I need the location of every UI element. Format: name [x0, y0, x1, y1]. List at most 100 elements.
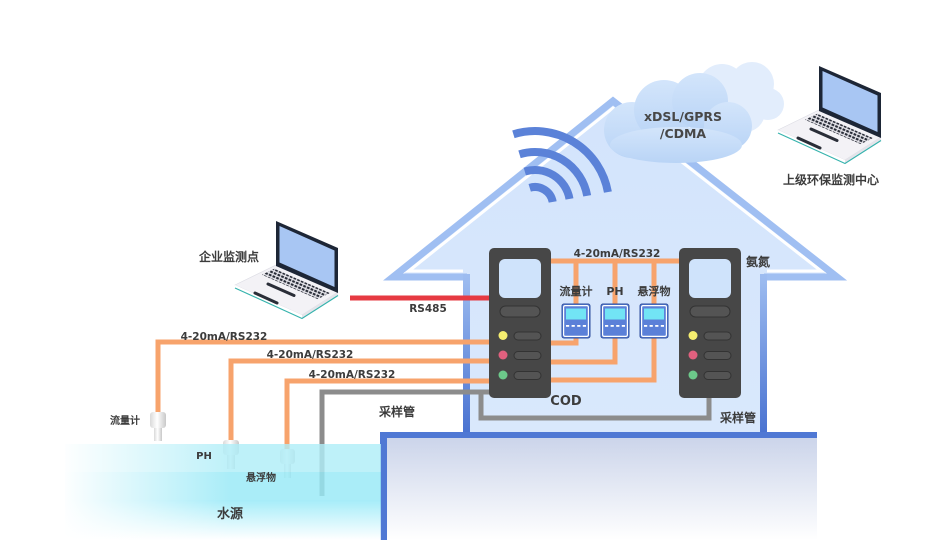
- water-source-label: 水源: [217, 506, 243, 522]
- meter-dash: [566, 325, 570, 327]
- wifi-icon: [512, 127, 612, 203]
- ph-meter-to-cod: [550, 337, 618, 365]
- led-yellow: [498, 331, 508, 340]
- device-wide-button: [689, 305, 731, 318]
- meter-screen: [605, 308, 625, 320]
- device-screen: [689, 259, 731, 298]
- roof-outline: [383, 96, 848, 281]
- meter-dash: [571, 325, 575, 327]
- ammonia-nitrogen-label: 氨氮: [746, 254, 770, 269]
- enterprise-point-label: 企业监测点: [198, 249, 259, 264]
- network-cloud: xDSL/GPRS /CDMA: [604, 62, 784, 163]
- sensor-label-ph: PH: [196, 451, 212, 462]
- meter-bezel: [563, 305, 589, 337]
- sensor-label-flow: 流量计: [110, 414, 140, 427]
- laptop-icon-enterprise: [234, 221, 339, 320]
- device-button: [513, 371, 542, 380]
- meter-bezel: [602, 305, 628, 337]
- laptop-base-front: [235, 285, 302, 319]
- led-yellow: [688, 331, 698, 340]
- sensor-head: [150, 412, 166, 428]
- meter-label-suspended-solids: 悬浮物: [637, 284, 671, 298]
- led-green: [688, 370, 698, 380]
- device-button: [703, 371, 732, 380]
- sensor-line-label-ph: 4-20mA/RS232: [267, 349, 354, 361]
- signal-line-ss-sensor: [284, 378, 490, 450]
- meter-flow: [561, 303, 591, 339]
- device-button: [513, 351, 542, 360]
- ground-left-edge: [380, 432, 387, 540]
- laptop-base-front: [778, 130, 845, 164]
- device-button: [513, 331, 542, 341]
- ground-base: [380, 432, 817, 540]
- signal-line-flow-sensor: [155, 339, 490, 412]
- laptop-spacebar: [809, 127, 839, 142]
- laptop-edge-accent: [234, 287, 339, 320]
- meter-label-flow: 流量计: [560, 284, 593, 298]
- flow-meter-to-cod: [550, 337, 579, 346]
- device-wide-button: [499, 305, 541, 318]
- meter-dash: [605, 325, 609, 327]
- sensor-line-label-flow: 4-20mA/RS232: [181, 331, 268, 343]
- sensor-label-suspended-solids: 悬浮物: [245, 471, 276, 484]
- meter-dash: [655, 325, 659, 327]
- laptop-base-side: [302, 292, 338, 319]
- wifi-arc-3: [518, 148, 592, 197]
- wifi-arc-2: [523, 165, 574, 200]
- meter-dash: [577, 325, 581, 327]
- meter-dash: [621, 325, 625, 327]
- wifi-arc-1: [528, 183, 557, 203]
- water-left-fade: [60, 443, 260, 543]
- meter-label-ph: PH: [606, 285, 623, 298]
- wifi-arc-4: [512, 127, 612, 193]
- led-pink: [498, 350, 508, 360]
- laptop-icon-upper-center: [777, 66, 882, 165]
- laptop-screen: [279, 226, 335, 287]
- ss-meter-to-cod: [550, 337, 657, 383]
- analyzer-bus-label: 4-20mA/RS232: [574, 248, 661, 260]
- ground-base-fill: [387, 437, 817, 540]
- meter-dash: [582, 325, 586, 327]
- meter-dash: [610, 325, 614, 327]
- laptop-spacebar: [266, 282, 296, 297]
- sensor-probe: [154, 428, 162, 441]
- device-screen: [499, 259, 541, 298]
- meter-dash: [644, 325, 648, 327]
- laptop-screen: [822, 71, 878, 132]
- meter-screen: [566, 308, 586, 320]
- led-green: [498, 370, 508, 380]
- laptop-touchpad: [796, 136, 822, 150]
- laptop-touchpad: [253, 291, 279, 305]
- meter-suspended-solids: [639, 303, 669, 339]
- meter-screen: [644, 308, 664, 320]
- laptop-keyboard: [261, 268, 330, 300]
- network-label-line2: /CDMA: [660, 126, 707, 141]
- signal-lines: [155, 258, 680, 450]
- sampling-pipe-label-right: 采样管: [719, 410, 756, 425]
- network-label-line1: xDSL/GPRS: [644, 109, 722, 124]
- rs485-label: RS485: [409, 303, 447, 315]
- meter-dash: [660, 325, 664, 327]
- signal-line-ph-sensor: [228, 358, 490, 441]
- sensor-flow: [150, 412, 166, 441]
- meter-bezel: [641, 305, 667, 337]
- sensor-line-label-suspended-solids: 4-20mA/RS232: [309, 369, 396, 381]
- device-button: [703, 351, 732, 360]
- meter-dash: [616, 325, 620, 327]
- roof-inner-line: [404, 106, 826, 273]
- meter-ph: [600, 303, 630, 339]
- sampling-pipe-to-ammonia: [478, 392, 712, 421]
- led-pink: [688, 350, 698, 360]
- meter-dash: [649, 325, 653, 327]
- sampling-pipe-label-left: 采样管: [378, 404, 415, 419]
- cod-label: COD: [550, 394, 582, 409]
- upper-center-label: 上级环保监测中心: [783, 172, 879, 187]
- ammonia-nitrogen-analyzer: [679, 248, 741, 398]
- cloud-puff: [610, 127, 742, 163]
- device-button: [703, 331, 732, 341]
- laptop-base-side: [845, 137, 881, 164]
- laptop-edge-accent: [777, 132, 882, 165]
- cod-analyzer: [489, 248, 551, 398]
